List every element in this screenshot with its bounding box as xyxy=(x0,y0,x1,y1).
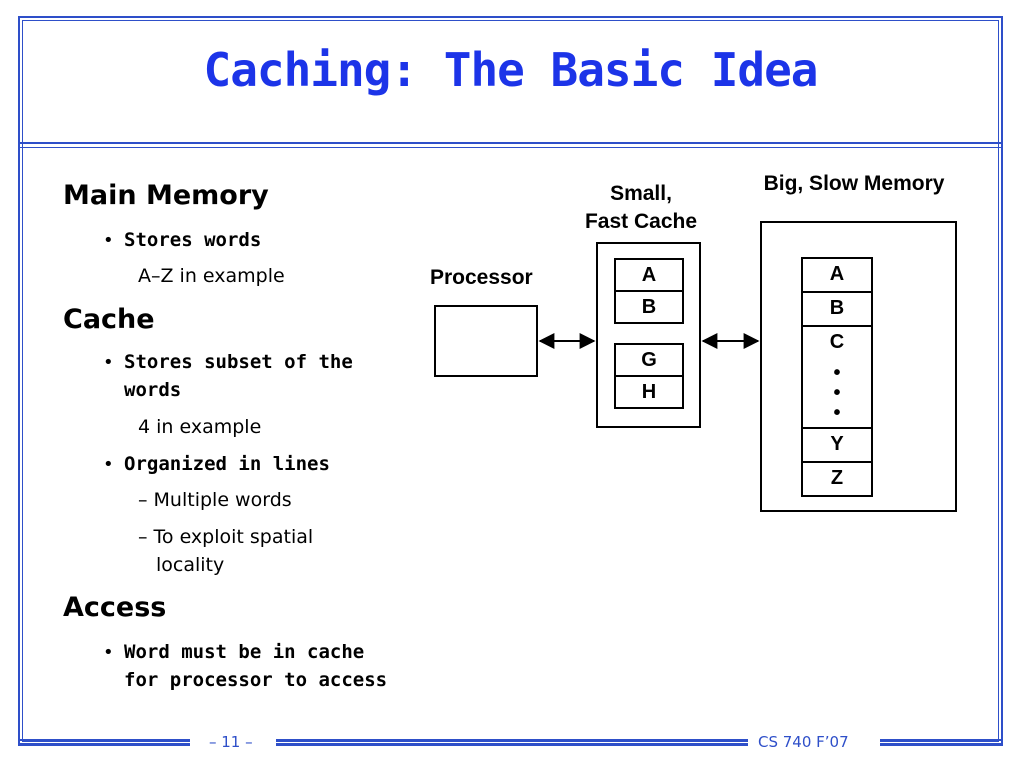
sub-4-in-example: 4 in example xyxy=(138,416,262,438)
footer-page-mask xyxy=(190,734,276,748)
title-divider-thin xyxy=(18,147,1003,148)
cache-cell: B xyxy=(614,290,684,324)
memory-ellipsis-cell: • • • xyxy=(801,359,873,429)
bullet-stores-subset-line1: Stores subset of the xyxy=(124,351,353,373)
cache-label-line1: Small, xyxy=(610,182,672,205)
cache-label-line2: Fast Cache xyxy=(584,210,698,233)
dash-multiple-words: – Multiple words xyxy=(138,489,292,511)
footer-rule-mid-thin xyxy=(276,743,748,744)
footer-rule-left-thin xyxy=(18,743,190,744)
footer-rule-right xyxy=(880,739,1003,741)
bullet-dot: • xyxy=(103,230,114,251)
slide-title: Caching: The Basic Idea xyxy=(203,43,819,97)
cache-cell: H xyxy=(614,375,684,409)
memory-cell: A xyxy=(801,257,873,293)
footer-course: CS 740 F’07 xyxy=(758,733,849,751)
bullet-word-in-cache-line2: for processor to access xyxy=(124,669,388,691)
bullet-dot: • xyxy=(103,352,114,373)
heading-cache: Cache xyxy=(63,304,155,335)
bullet-word-in-cache-line1: Word must be in cache xyxy=(124,641,365,663)
memory-label: Big, Slow Memory xyxy=(763,172,945,195)
bullet-organized-lines: Organized in lines xyxy=(124,453,330,475)
footer-rule-mid xyxy=(276,739,748,741)
slide-frame-inner xyxy=(22,20,999,742)
footer-rule-right-thin xyxy=(880,743,1003,744)
cache-cell: A xyxy=(614,258,684,292)
footer-rule-left xyxy=(18,739,190,741)
bullet-stores-words: Stores words xyxy=(124,229,262,251)
heading-main-memory: Main Memory xyxy=(63,180,269,211)
memory-cell: C xyxy=(801,325,873,361)
bullet-dot: • xyxy=(103,454,114,475)
dash-spatial-locality-line1: – To exploit spatial xyxy=(138,526,314,548)
footer-course-mask xyxy=(748,734,880,748)
memory-ellipsis-dot: • xyxy=(833,382,841,404)
dash-spatial-locality-line2: locality xyxy=(156,554,225,576)
bullet-stores-subset-line2: words xyxy=(124,379,182,401)
heading-access: Access xyxy=(63,592,167,623)
memory-ellipsis-dot: • xyxy=(833,402,841,424)
memory-cell: Z xyxy=(801,461,873,497)
processor-box xyxy=(434,305,538,377)
title-divider xyxy=(18,142,1003,144)
slide-frame xyxy=(18,16,1003,746)
memory-ellipsis-dot: • xyxy=(833,362,841,384)
sub-a-z-example: A–Z in example xyxy=(138,265,285,287)
bullet-dot: • xyxy=(103,642,114,663)
processor-label: Processor xyxy=(430,266,533,289)
footer-page-number: – 11 – xyxy=(209,733,253,751)
